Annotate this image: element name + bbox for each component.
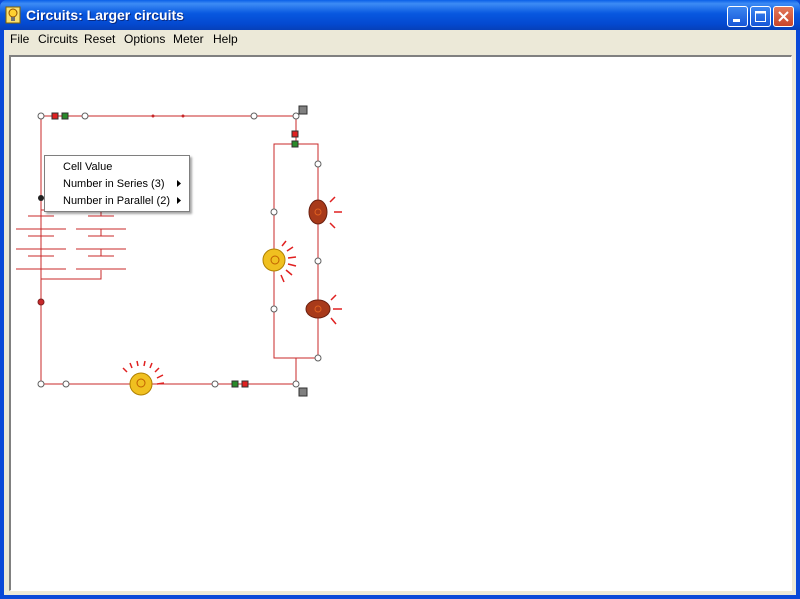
app-lightbulb-icon xyxy=(5,6,21,24)
terminal-bottom[interactable] xyxy=(298,387,308,397)
menu-reset[interactable]: Reset xyxy=(84,32,116,46)
battery-bottom-wire xyxy=(41,270,102,280)
menu-options[interactable]: Options xyxy=(124,32,166,46)
cell-context-menu: Cell Value Number in Series (3) Number i… xyxy=(44,155,190,212)
switch-top[interactable] xyxy=(51,112,69,120)
menu-item-label: Number in Parallel (2) xyxy=(63,195,170,207)
title-bar[interactable]: Circuits: Larger circuits xyxy=(0,0,800,30)
menu-item-number-in-parallel[interactable]: Number in Parallel (2) xyxy=(45,192,189,209)
menu-meter[interactable]: Meter xyxy=(173,32,204,46)
terminal-top[interactable] xyxy=(298,105,308,115)
switch-bottom[interactable] xyxy=(231,380,249,388)
battery-cells[interactable] xyxy=(16,215,126,270)
red-node[interactable] xyxy=(37,298,45,306)
submenu-arrow-icon xyxy=(177,197,181,204)
menu-file[interactable]: File xyxy=(10,32,30,46)
minimize-icon xyxy=(733,19,740,22)
maximize-icon xyxy=(755,11,766,22)
selected-node[interactable] xyxy=(38,195,44,201)
menu-item-number-in-series[interactable]: Number in Series (3) xyxy=(45,175,189,192)
bulb-parallel-left[interactable] xyxy=(262,240,297,283)
menu-help[interactable]: Help xyxy=(213,32,238,46)
bulb-series-lower[interactable] xyxy=(305,294,342,325)
menu-circuits[interactable]: Circuits xyxy=(38,32,79,46)
wire-dot xyxy=(181,114,185,118)
submenu-arrow-icon xyxy=(177,180,181,187)
menu-item-cell-value[interactable]: Cell Value xyxy=(45,158,189,175)
close-button[interactable] xyxy=(773,6,794,27)
menu-item-label: Cell Value xyxy=(63,161,113,173)
maximize-button[interactable] xyxy=(750,6,771,27)
circuit-canvas[interactable] xyxy=(9,55,792,591)
bulb-series-upper[interactable] xyxy=(308,196,342,229)
window-title: Circuits: Larger circuits xyxy=(26,7,184,23)
switch-right[interactable] xyxy=(291,130,299,148)
minimize-button[interactable] xyxy=(727,6,748,27)
bulb-bottom[interactable] xyxy=(122,360,165,396)
menu-item-label: Number in Series (3) xyxy=(63,178,165,190)
wire-dot xyxy=(151,114,155,118)
menu-bar: File Circuits Reset Options Meter Help xyxy=(4,30,796,49)
connection-nodes[interactable] xyxy=(37,112,322,388)
close-icon xyxy=(778,11,789,22)
